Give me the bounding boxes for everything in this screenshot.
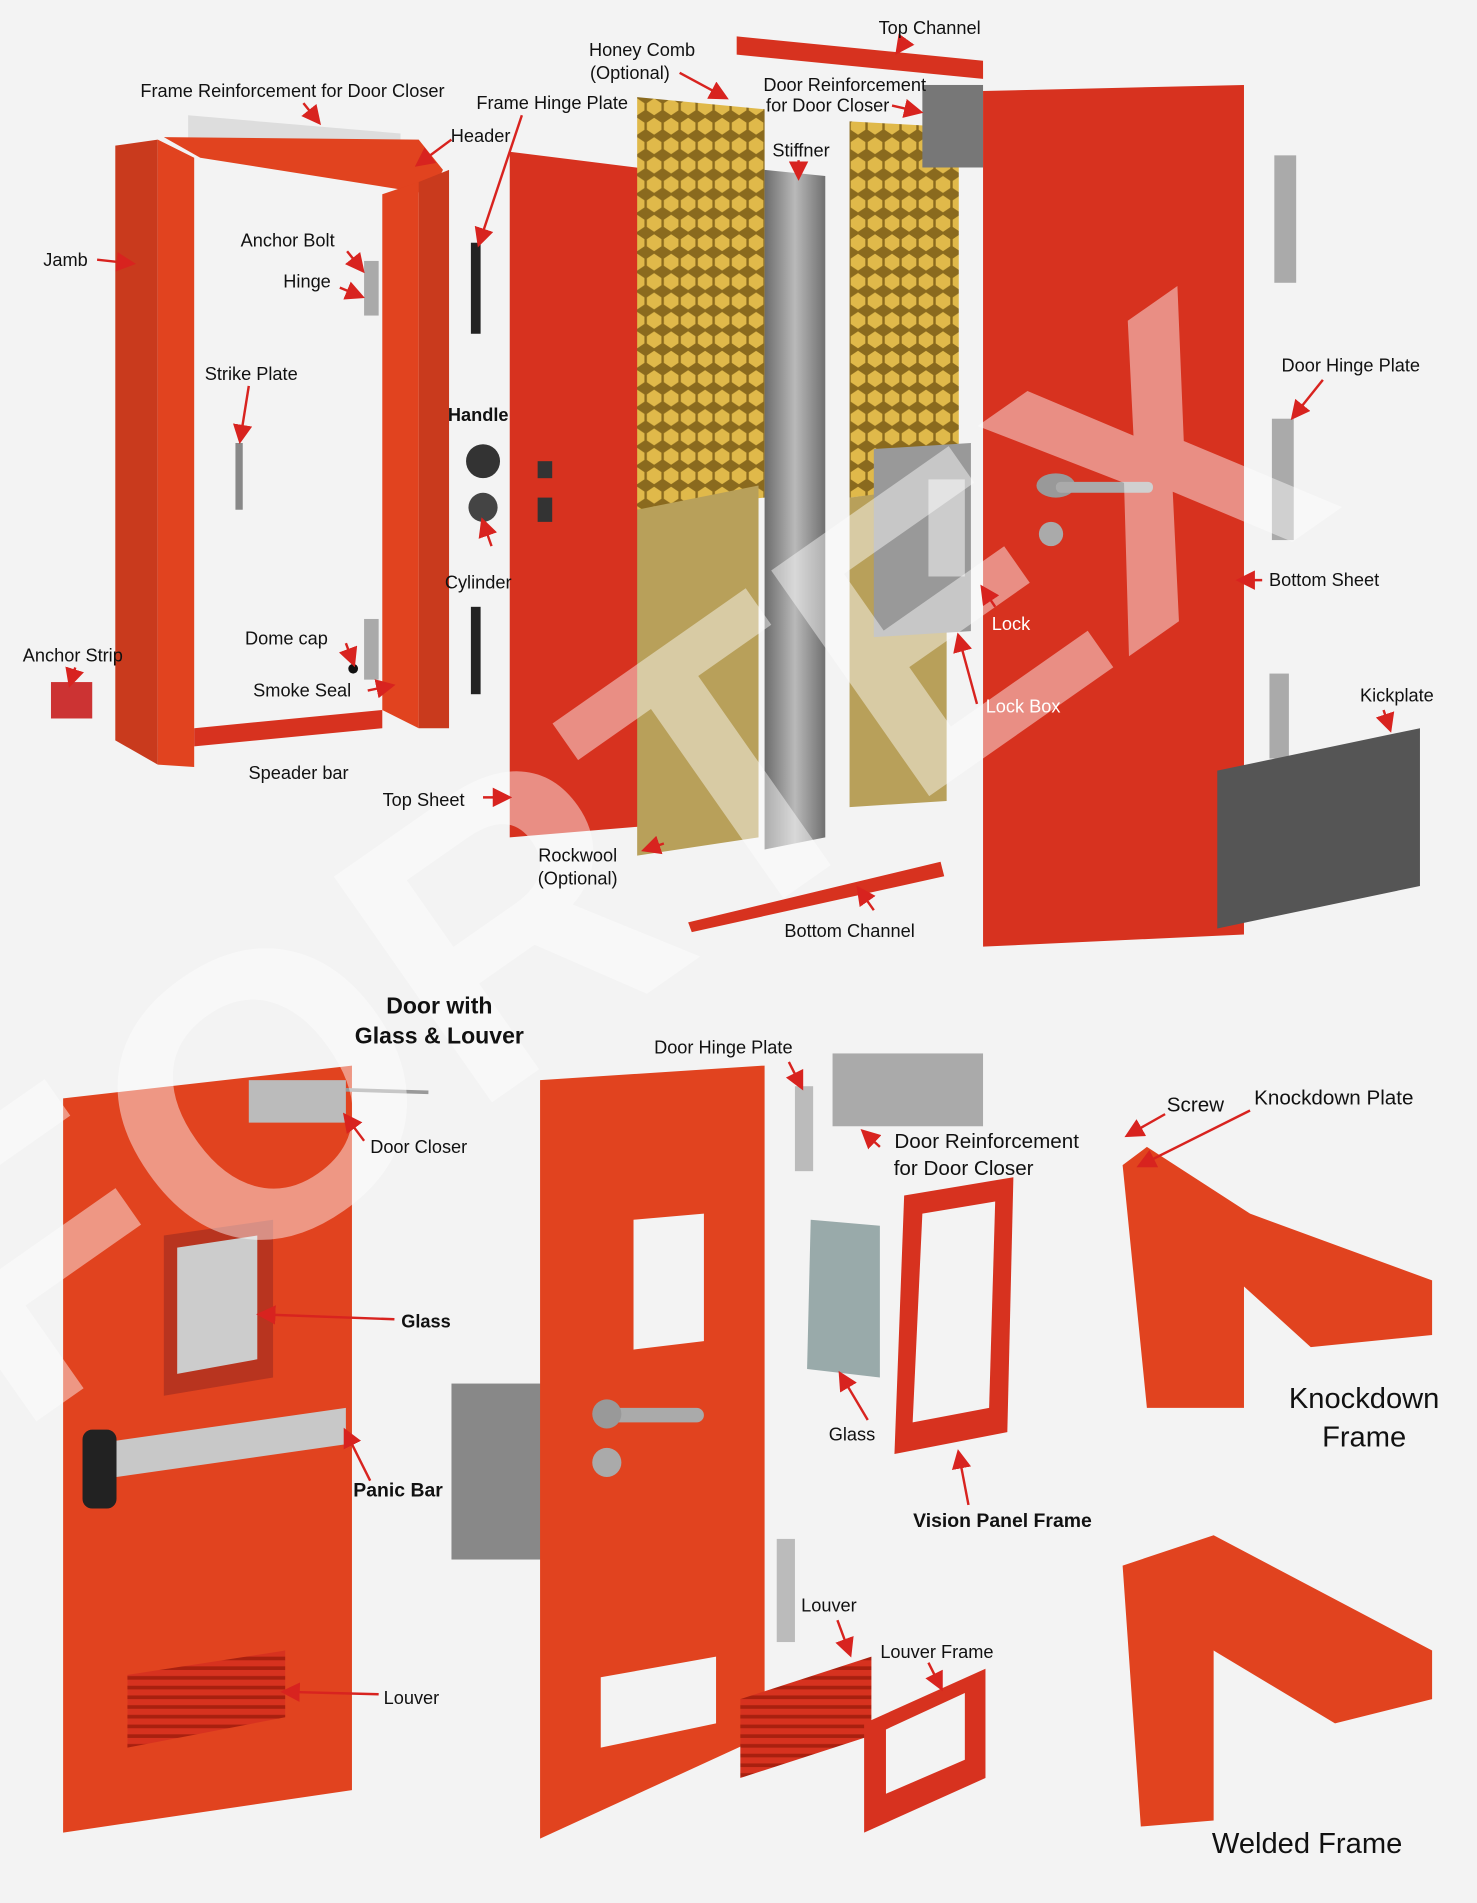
handle [466,444,501,479]
label-louver-left: Louver [384,1688,440,1708]
label-honey-comb: Honey Comb [589,40,695,60]
glass-panel [177,1235,258,1374]
kickplate [1217,728,1420,929]
dome-cap [348,663,359,674]
bottom-sheet [983,84,1244,947]
cylinder [468,492,498,522]
label-honey-comb-optional: (Optional) [590,63,670,83]
lock [928,479,965,577]
label-knockdown-plate: Knockdown Plate [1254,1086,1413,1109]
glass-sheet [807,1219,880,1378]
door-reinforcement-bottom [832,1053,984,1127]
arrows [65,33,1395,1702]
label-stiffner: Stiffner [772,141,829,161]
labels: Top Channel Honey Comb (Optional) Frame … [23,18,1440,1860]
label-rockwool: Rockwool [538,846,617,866]
frame-hinge-plate [470,242,481,334]
label-top-channel: Top Channel [879,18,981,38]
label-panic-bar: Panic Bar [353,1479,443,1501]
door-vision-louver [540,1065,765,1839]
honeycomb-left [637,97,765,510]
label-door-reinforcement-bottom-2: for Door Closer [894,1157,1034,1180]
anchor-strip [50,682,93,719]
rockwool [637,485,759,856]
header [163,137,443,195]
speader-bar [194,709,383,747]
label-dome-cap: Dome cap [245,628,328,648]
door-hinge-plate-2 [1271,418,1294,541]
label-glass-left: Glass [401,1312,451,1332]
top-sheet [509,151,656,838]
label-louver-right: Louver [801,1596,857,1616]
label-knockdown-frame-2: Frame [1322,1422,1406,1454]
label-vision-panel-frame: Vision Panel Frame [913,1510,1092,1532]
strike-plate [235,442,243,510]
label-smoke-seal: Smoke Seal [253,681,351,701]
label-bottom-sheet: Bottom Sheet [1269,570,1379,590]
label-door-hinge-plate-bottom: Door Hinge Plate [654,1037,793,1057]
label-screw: Screw [1167,1094,1224,1117]
label-door-reinforcement-bottom: Door Reinforcement [894,1130,1079,1153]
label-rockwool-optional: (Optional) [538,869,618,889]
label-strike-plate: Strike Plate [205,364,298,384]
label-frame-hinge-plate: Frame Hinge Plate [476,93,628,113]
label-door-hinge-plate-top: Door Hinge Plate [1282,355,1421,375]
label-handle: Handle [448,405,509,425]
door-frame [50,115,450,768]
label-header: Header [451,126,511,146]
label-welded-frame: Welded Frame [1212,1828,1402,1860]
louver-part [740,1656,872,1778]
bottom-channel [688,861,945,933]
label-door-reinforcement-top-2: for Door Closer [766,96,889,116]
louver-grille [127,1650,286,1748]
label-door-closer: Door Closer [370,1137,467,1157]
door-handle [1055,481,1153,493]
knockdown-frame-shape [1122,1146,1433,1408]
label-anchor-bolt: Anchor Bolt [241,230,335,250]
panic-bar [91,1407,346,1481]
title-door-glass-louver-2: Glass & Louver [355,1023,524,1049]
title-door-glass-louver: Door with [386,992,492,1018]
label-kickplate: Kickplate [1360,685,1434,705]
label-glass-right: Glass [829,1425,876,1445]
label-top-sheet: Top Sheet [383,790,465,810]
lock-box-2 [451,1383,555,1560]
label-door-reinforcement-top: Door Reinforcement [763,75,926,95]
welded-frame-shape [1122,1535,1433,1827]
label-lock: Lock [992,614,1031,634]
label-knockdown-frame: Knockdown [1289,1383,1440,1415]
label-louver-frame: Louver Frame [880,1642,993,1662]
top-channel [736,36,984,79]
stiffner [764,169,826,850]
label-anchor-strip: Anchor Strip [23,645,123,665]
door-closer [248,1080,346,1123]
label-lock-box: Lock Box [986,696,1061,716]
label-frame-reinforcement: Frame Reinforcement for Door Closer [140,81,444,101]
label-cylinder: Cylinder [445,573,512,593]
label-hinge: Hinge [283,272,331,292]
label-speader-bar: Speader bar [249,763,349,783]
label-bottom-channel: Bottom Channel [784,921,914,941]
door-reinforcement-top [922,84,984,168]
door-hinge-plate-1 [1274,155,1297,283]
honeycomb-right [849,121,959,498]
label-jamb: Jamb [43,250,87,270]
